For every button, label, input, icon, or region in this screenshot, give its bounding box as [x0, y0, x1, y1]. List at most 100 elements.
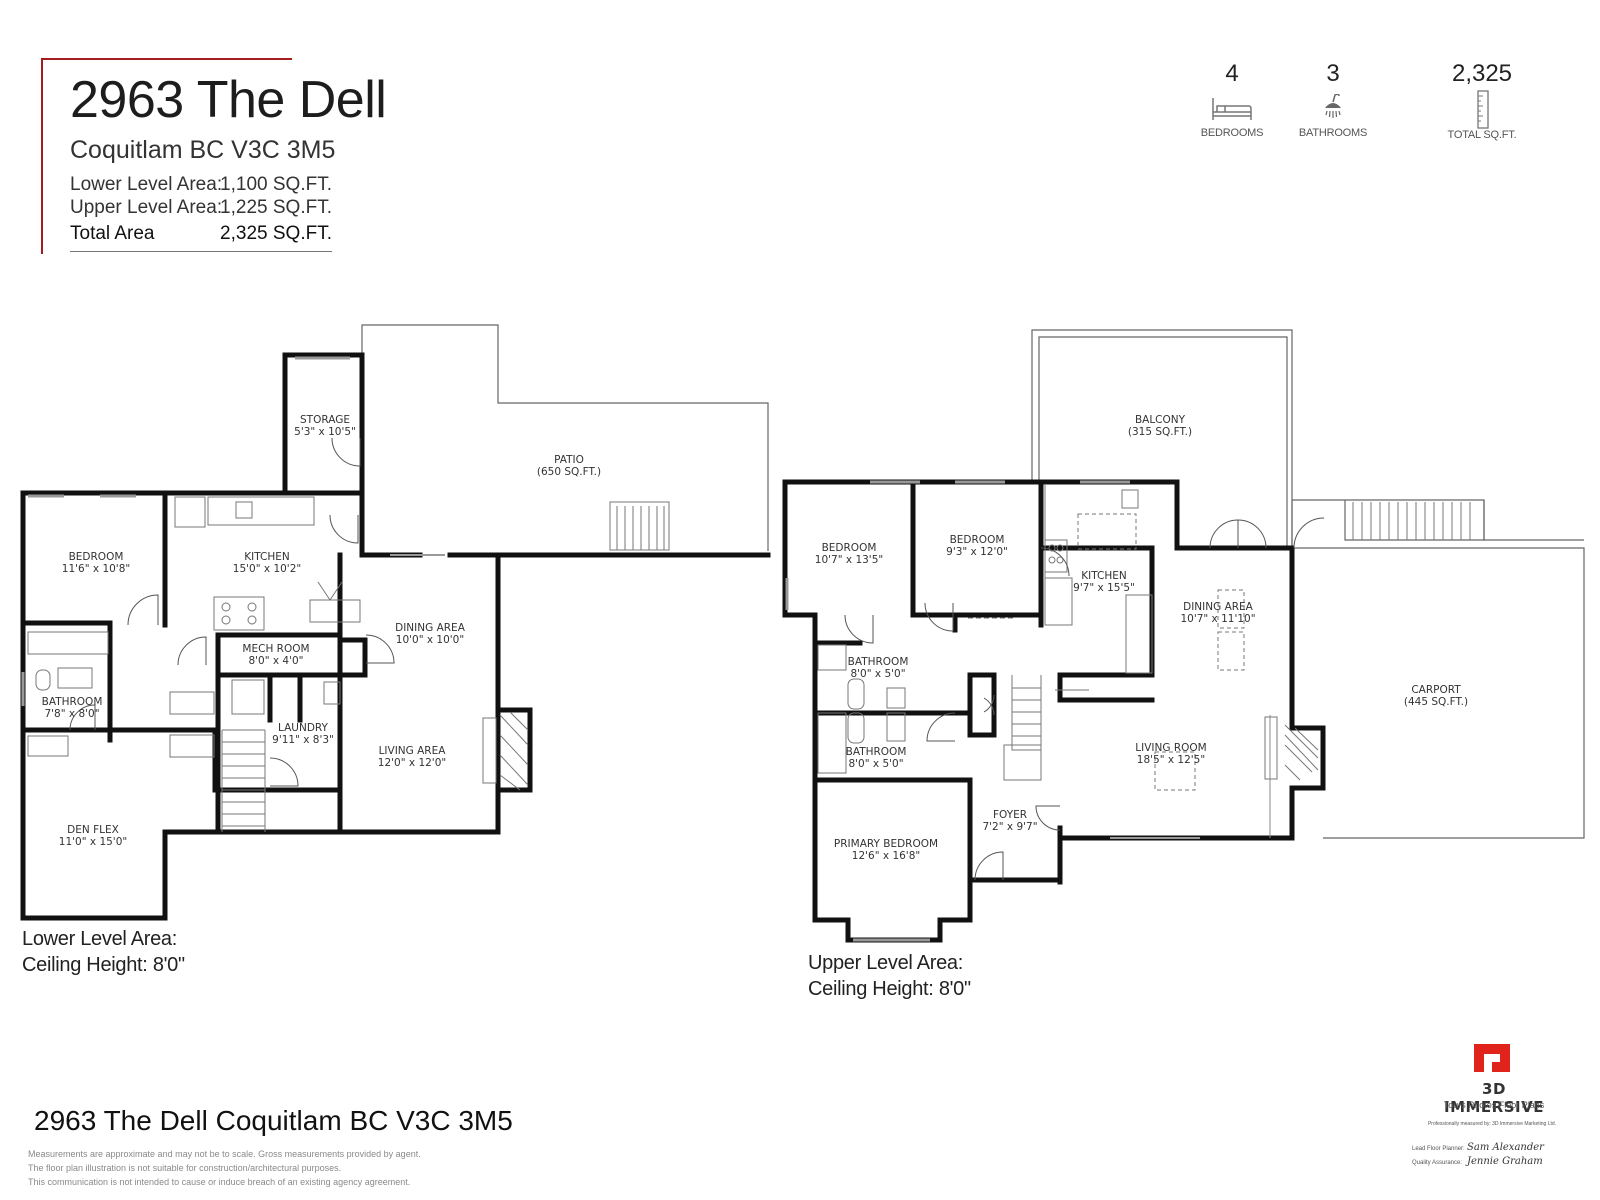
- upper-bedroom-2-label: BEDROOM 10'7" x 13'5": [815, 542, 883, 566]
- ruler-icon: [1477, 90, 1489, 129]
- upper-dining-name: DINING AREA: [1183, 601, 1253, 613]
- lower-patio-dims: (650 SQ.FT.): [536, 466, 602, 478]
- bed-icon: [1212, 98, 1252, 120]
- lower-bathroom-name: BATHROOM: [41, 696, 103, 708]
- lower-bedroom-label: BEDROOM 11'6" x 10'8": [62, 551, 130, 575]
- upper-bedroom-3-name: BEDROOM: [949, 534, 1005, 546]
- lower-mech-room-dims: 8'0" x 4'0": [248, 655, 304, 667]
- bedrooms-stat: 4 BEDROOMS: [1172, 60, 1292, 140]
- upper-bathroom-2-name: BATHROOM: [845, 746, 907, 758]
- lower-caption-area: Lower Level Area:: [22, 928, 177, 950]
- lower-area-label: Lower Level Area:: [70, 174, 223, 195]
- disclaimer-line-2: The floor plan illustration is not suita…: [28, 1163, 342, 1173]
- total-area-underline: [70, 251, 332, 252]
- upper-primary-bedroom-dims: 12'6" x 16'8": [851, 850, 921, 862]
- upper-primary-bedroom-label: PRIMARY BEDROOM 12'6" x 16'8": [834, 838, 938, 862]
- upper-balcony-name: BALCONY: [1134, 414, 1186, 426]
- brand-logo-icon: [1474, 1044, 1510, 1072]
- lower-storage-dims: 5'3" x 10'5": [294, 426, 356, 438]
- upper-foyer-dims: 7'2" x 9'7": [982, 821, 1038, 833]
- upper-bathroom-1-name: BATHROOM: [847, 656, 909, 668]
- lower-bathroom-label: BATHROOM 7'8" x 8'0": [42, 696, 103, 720]
- upper-level-caption: Upper Level Area: Ceiling Height: 8'0": [808, 950, 971, 1002]
- lower-kitchen-dims: 15'0" x 10'2": [232, 563, 302, 575]
- total-sqft-caption: TOTAL SQ.FT.: [1447, 129, 1517, 141]
- disclaimer-line-3: This communication is not intended to ca…: [28, 1177, 411, 1187]
- upper-bathroom-2-label: BATHROOM 8'0" x 5'0": [846, 746, 907, 770]
- upper-bedroom-2-name: BEDROOM: [821, 542, 877, 554]
- upper-dining-dims: 10'7" x 11'10": [1180, 613, 1256, 625]
- total-area-value: 2,325 SQ.FT.: [220, 223, 332, 244]
- lower-caption-ceiling: Ceiling Height: 8'0": [22, 954, 185, 976]
- quality-assurance-label: Quality Assurance:: [1412, 1160, 1463, 1166]
- lower-laundry-name: LAUNDRY: [278, 722, 328, 734]
- measured-by-note: Professionally measured by: 3D Immersive…: [1427, 1121, 1557, 1127]
- bathrooms-count: 3: [1326, 60, 1340, 87]
- disclaimer-line-1: Measurements are approximate and may not…: [28, 1149, 421, 1159]
- header-accent-line: [42, 58, 292, 60]
- lower-dining-name: DINING AREA: [395, 622, 465, 634]
- lead-planner-label: Lead Floor Planner:: [1412, 1146, 1465, 1152]
- header-accent-bar: [41, 58, 43, 254]
- lower-dining-dims: 10'0" x 10'0": [395, 634, 465, 646]
- lower-storage-name: STORAGE: [300, 414, 350, 426]
- upper-bathroom-1-label: BATHROOM 8'0" x 5'0": [848, 656, 909, 680]
- lower-kitchen-label: KITCHEN 15'0" x 10'2": [233, 551, 301, 575]
- bathrooms-stat: 3 BATHROOMS: [1273, 60, 1393, 140]
- lower-den-flex-name: DEN FLEX: [67, 824, 119, 836]
- lower-den-flex-dims: 11'0" x 15'0": [58, 836, 128, 848]
- upper-level-plan: [782, 329, 1585, 943]
- upper-living-room-dims: 18'5" x 12'5": [1136, 754, 1206, 766]
- lower-storage-label: STORAGE 5'3" x 10'5": [294, 414, 356, 438]
- total-area-label: Total Area: [70, 223, 155, 244]
- upper-balcony-label: BALCONY (315 SQ.FT.): [1128, 414, 1192, 438]
- shower-icon: [1325, 94, 1341, 118]
- lower-bedroom-dims: 11'6" x 10'8": [61, 563, 131, 575]
- upper-foyer-label: FOYER 7'2" x 9'7": [982, 809, 1037, 833]
- lower-patio-name: PATIO: [554, 454, 584, 466]
- bedrooms-caption: BEDROOMS: [1200, 127, 1264, 139]
- upper-carport-dims: (445 SQ.FT.): [1403, 696, 1469, 708]
- lower-laundry-label: LAUNDRY 9'11" x 8'3": [272, 722, 334, 746]
- city-line: Coquitlam BC V3C 3M5: [70, 136, 336, 164]
- page-title: 2963 The Dell: [70, 71, 387, 129]
- lower-living-name: LIVING AREA: [378, 745, 446, 757]
- upper-carport-label: CARPORT (445 SQ.FT.): [1404, 684, 1468, 708]
- lower-den-flex-label: DEN FLEX 11'0" x 15'0": [59, 824, 127, 848]
- upper-caption-area: Upper Level Area:: [808, 952, 963, 974]
- bathrooms-caption: BATHROOMS: [1298, 127, 1368, 139]
- upper-area-label: Upper Level Area:: [70, 197, 223, 218]
- bedrooms-count: 4: [1225, 60, 1239, 87]
- lower-dining-label: DINING AREA 10'0" x 10'0": [395, 622, 465, 646]
- lower-living-label: LIVING AREA 12'0" x 12'0": [378, 745, 446, 769]
- lower-kitchen-name: KITCHEN: [244, 551, 290, 563]
- upper-living-room-label: LIVING ROOM 18'5" x 12'5": [1135, 742, 1206, 766]
- upper-foyer-name: FOYER: [992, 809, 1028, 821]
- upper-dining-label: DINING AREA 10'7" x 11'10": [1180, 601, 1255, 625]
- total-sqft-value: 2,325: [1451, 60, 1513, 87]
- quality-assurance-row: Quality Assurance: Jennie Graham: [1412, 1156, 1582, 1167]
- upper-kitchen-label: KITCHEN 9'7" x 15'5": [1073, 570, 1135, 594]
- upper-bedroom-2-dims: 10'7" x 13'5": [814, 554, 884, 566]
- lower-mech-room-name: MECH ROOM: [242, 643, 310, 655]
- lower-patio-label: PATIO (650 SQ.FT.): [537, 454, 601, 478]
- upper-bathroom-1-dims: 8'0" x 5'0": [850, 668, 906, 680]
- lower-area-value: 1,100 SQ.FT.: [220, 174, 332, 195]
- upper-area-value: 1,225 SQ.FT.: [220, 197, 332, 218]
- upper-kitchen-dims: 9'7" x 15'5": [1073, 582, 1135, 594]
- upper-caption-ceiling: Ceiling Height: 8'0": [808, 978, 971, 1000]
- upper-bathroom-2-dims: 8'0" x 5'0": [848, 758, 904, 770]
- lead-planner-row: Lead Floor Planner: Sam Alexander: [1412, 1142, 1582, 1153]
- upper-bedroom-3-dims: 9'3" x 12'0": [946, 546, 1008, 558]
- lower-level-plan: [20, 324, 771, 921]
- lower-bedroom-name: BEDROOM: [68, 551, 124, 563]
- lead-planner-signature: Sam Alexander: [1467, 1142, 1544, 1153]
- total-sqft-stat: 2,325 TOTAL SQ.FT.: [1422, 60, 1542, 142]
- lower-laundry-dims: 9'11" x 8'3": [272, 734, 334, 746]
- upper-balcony-dims: (315 SQ.FT.): [1127, 426, 1193, 438]
- upper-carport-name: CARPORT: [1411, 684, 1461, 696]
- lower-mech-room-label: MECH ROOM 8'0" x 4'0": [242, 643, 309, 667]
- lower-bathroom-dims: 7'8" x 8'0": [44, 708, 100, 720]
- upper-bedroom-3-label: BEDROOM 9'3" x 12'0": [946, 534, 1008, 558]
